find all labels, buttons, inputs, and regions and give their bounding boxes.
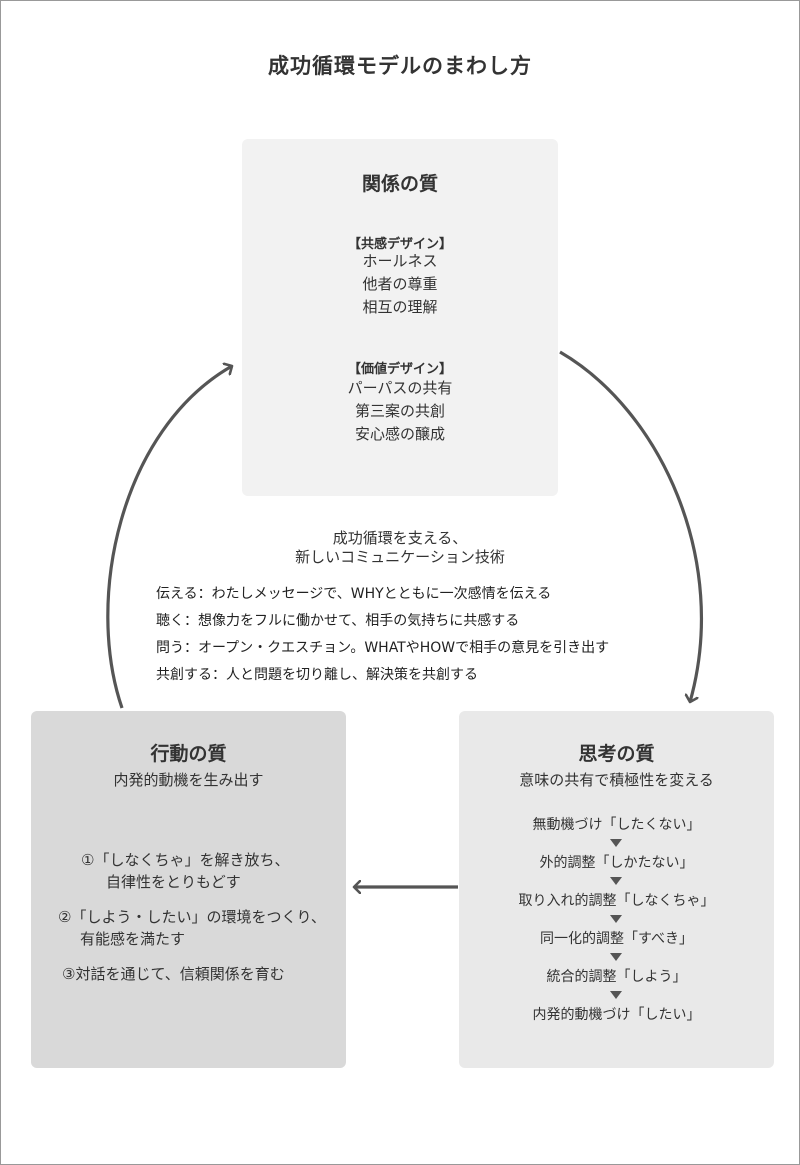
motivation-stage: 内発的動機づけ「したい」 bbox=[532, 1007, 701, 1023]
motivation-stage: 同一化的調整「すべき」 bbox=[539, 931, 694, 947]
arrow-relationship-to-thinking bbox=[559, 350, 704, 702]
value-item: 安心感の醸成 bbox=[354, 425, 445, 443]
action-title: 行動の質 bbox=[150, 743, 227, 765]
center-title-line2: 新しいコミュニケーション技術 bbox=[295, 548, 505, 566]
arrow-action-to-relationship bbox=[106, 366, 232, 709]
value-item: 第三案の共創 bbox=[354, 402, 445, 420]
action-item-cont: 自律性をとりもどす bbox=[106, 873, 241, 891]
action-item: ③対話を通じて、信頼関係を育む bbox=[62, 965, 285, 983]
down-triangle-icon bbox=[610, 839, 622, 847]
diagram-title: 成功循環モデルのまわし方 bbox=[268, 54, 532, 78]
relationship-title: 関係の質 bbox=[361, 173, 438, 195]
motivation-stage: 統合的調整「しよう」 bbox=[546, 969, 687, 985]
action-item: ①「しなくちゃ」を解き放ち、 bbox=[81, 851, 290, 869]
motivation-stage: 取り入れ的調整「しなくちゃ」 bbox=[518, 893, 715, 909]
relationship-box: 関係の質 【共感デザイン】 ホールネス 他者の尊重 相互の理解 【価値デザイン】… bbox=[242, 139, 558, 496]
empathy-item: ホールネス bbox=[362, 252, 438, 270]
down-triangle-icon bbox=[610, 915, 622, 923]
action-subtitle: 内発的動機を生み出す bbox=[113, 771, 264, 789]
thinking-box: 思考の質 意味の共有で積極性を変える 無動機づけ「したくない」 外的調整「しかた… bbox=[459, 711, 774, 1068]
center-title-line1: 成功循環を支える、 bbox=[332, 529, 468, 547]
empathy-design-heading: 【共感デザイン】 bbox=[347, 237, 452, 252]
empathy-item: 相互の理解 bbox=[362, 298, 438, 316]
value-design-heading: 【価値デザイン】 bbox=[347, 362, 452, 377]
thinking-title: 思考の質 bbox=[578, 743, 655, 765]
motivation-stage: 外的調整「しかたない」 bbox=[539, 855, 694, 871]
technique-cocreate: 共創する：人と問題を切り離し、解決策を共創する bbox=[156, 667, 478, 683]
down-triangle-icon bbox=[610, 991, 622, 999]
technique-listen: 聴く：想像力をフルに働かせて、相手の気持ちに共感する bbox=[156, 613, 520, 629]
technique-convey: 伝える：わたしメッセージで、WHYとともに一次感情を伝える bbox=[156, 586, 552, 602]
action-item: ②「しよう・したい」の環境をつくり、 bbox=[58, 908, 326, 926]
value-item: パーパスの共有 bbox=[347, 379, 453, 397]
down-triangle-icon bbox=[610, 953, 622, 961]
action-item-cont: 有能感を満たす bbox=[80, 930, 186, 948]
technique-ask: 問う：オープン・クエスチョン。WHATやHOWで相手の意見を引き出す bbox=[156, 640, 610, 656]
motivation-stage: 無動機づけ「したくない」 bbox=[532, 817, 701, 833]
action-box: 行動の質 内発的動機を生み出す ①「しなくちゃ」を解き放ち、 自律性をとりもどす… bbox=[31, 711, 346, 1068]
empathy-item: 他者の尊重 bbox=[362, 275, 438, 293]
thinking-subtitle: 意味の共有で積極性を変える bbox=[519, 771, 714, 789]
down-triangle-icon bbox=[610, 877, 622, 885]
